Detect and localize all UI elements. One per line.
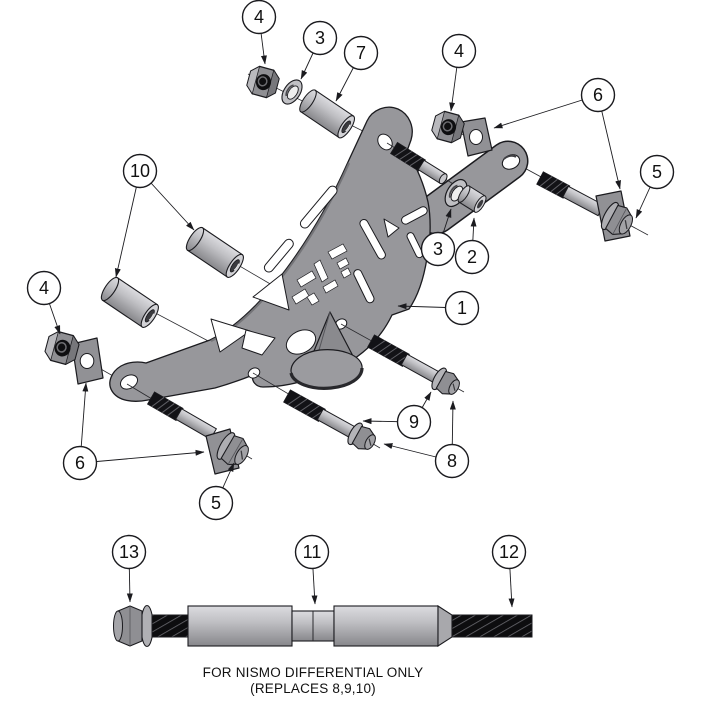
note-line-2: (REPLACES 8,9,10): [250, 681, 376, 696]
balloon-number: 5: [652, 162, 662, 182]
left-arm-hole: [119, 374, 139, 390]
spacer-cylinder-left: [187, 605, 293, 647]
top-mount-hole: [377, 133, 393, 151]
note-text: FOR NISMO DIFFERENTIAL ONLY (REPLACES 8,…: [203, 665, 424, 696]
fasteners: [42, 63, 638, 475]
nismo-bolt-assembly: [113, 604, 533, 648]
balloon-number: 9: [409, 412, 419, 432]
balloon-2: [454, 239, 490, 275]
balloon-12: [491, 534, 527, 570]
bushing-mount: [289, 311, 364, 390]
spacer-cylinder-right: [333, 605, 439, 647]
balloon-5: [198, 485, 234, 521]
balloon-number: 1: [457, 298, 467, 318]
balloon-9: [396, 404, 432, 440]
balloon-number: 4: [39, 278, 49, 298]
balloon-1: [444, 290, 480, 326]
balloon-11: [294, 534, 330, 570]
balloon-3: [420, 231, 456, 267]
lightening-cutouts: [210, 185, 428, 356]
balloon-number: 10: [130, 161, 150, 181]
balloon-number: 4: [454, 41, 464, 61]
balloon-number: 3: [315, 28, 325, 48]
balloon-4: [241, 0, 277, 35]
balloon-number: 6: [593, 85, 603, 105]
leader-line-6: [493, 94, 599, 129]
balloon-number: 5: [211, 493, 221, 513]
balloon-number: 7: [356, 43, 366, 63]
bolt-5b-shank: [146, 391, 218, 440]
balloon-13: [111, 534, 147, 570]
thread-section-left: [151, 614, 189, 638]
balloon-number: 4: [254, 7, 264, 27]
balloon-6: [580, 77, 616, 113]
balloon-3: [302, 20, 338, 56]
thread-section-right-12: [451, 614, 533, 638]
main-bracket-plate: [109, 106, 431, 402]
bolt-5a-shank: [536, 171, 605, 217]
balloon-number: 8: [447, 451, 457, 471]
balloon-5: [639, 154, 675, 190]
balloon-10: [122, 153, 158, 189]
balloon-6: [62, 445, 98, 481]
brand-logo-cutout: [291, 243, 352, 306]
balloon-8: [434, 443, 470, 479]
note-line-1: FOR NISMO DIFFERENTIAL ONLY: [203, 665, 424, 680]
balloon-number: 12: [499, 542, 519, 562]
balloon-number: 6: [75, 453, 85, 473]
top-bolt: [390, 141, 448, 185]
balloon-number: 2: [467, 247, 477, 267]
balloon-number: 3: [433, 239, 443, 259]
square-washer-hole: [469, 129, 483, 145]
balloon-number: 13: [119, 542, 139, 562]
leader-line-10: [114, 170, 141, 278]
square-washer-hole: [79, 353, 95, 369]
balloon-number: 11: [303, 542, 322, 562]
balloon-layer: 4 3 7 4 6 5 3 2 1 10 4 6 5 9 8 13 11 12: [26, 0, 675, 608]
flange-washer-13: [140, 604, 154, 648]
balloon-4: [441, 33, 477, 69]
balloon-7: [343, 35, 379, 71]
leader-line-6: [79, 449, 205, 464]
balloon-4: [26, 270, 62, 306]
